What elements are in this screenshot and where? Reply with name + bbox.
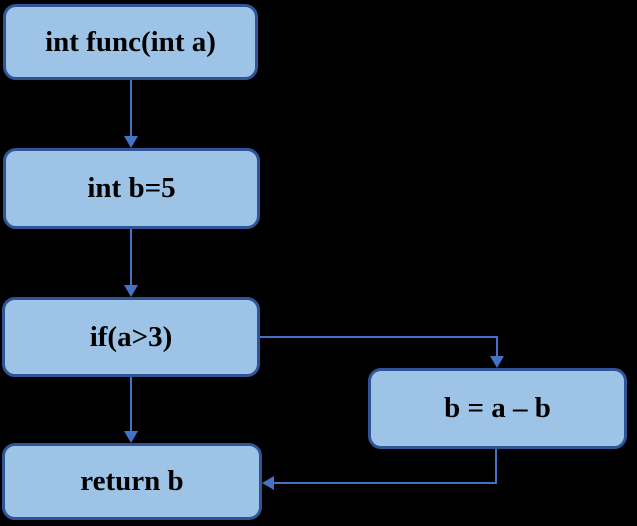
node-int-b-init: int b=5 (3, 148, 260, 229)
arrowhead-down-icon (124, 136, 138, 148)
node-label-int-b-init: int b=5 (87, 172, 176, 204)
arrowhead-down-icon (124, 285, 138, 297)
connector-assign-to-return (262, 449, 497, 490)
arrowhead-down-icon (490, 356, 504, 368)
connector-init-to-cond (124, 229, 138, 297)
node-label-if-condition: if(a>3) (89, 320, 173, 353)
arrowhead-left-icon (262, 476, 274, 490)
node-label-return-b: return b (80, 465, 184, 497)
node-if-condition: if(a>3) (2, 297, 260, 377)
node-assign-b: b = a – b (368, 368, 627, 449)
node-int-func: int func(int a) (3, 4, 258, 80)
connector-cond-to-assign (260, 336, 504, 368)
connector-func-to-init (124, 80, 138, 148)
node-label-assign-b: b = a – b (444, 392, 551, 424)
node-return-b: return b (2, 443, 262, 520)
arrowhead-down-icon (124, 431, 138, 443)
node-label-int-func: int func(int a) (45, 25, 216, 58)
connector-cond-to-return (124, 377, 138, 443)
